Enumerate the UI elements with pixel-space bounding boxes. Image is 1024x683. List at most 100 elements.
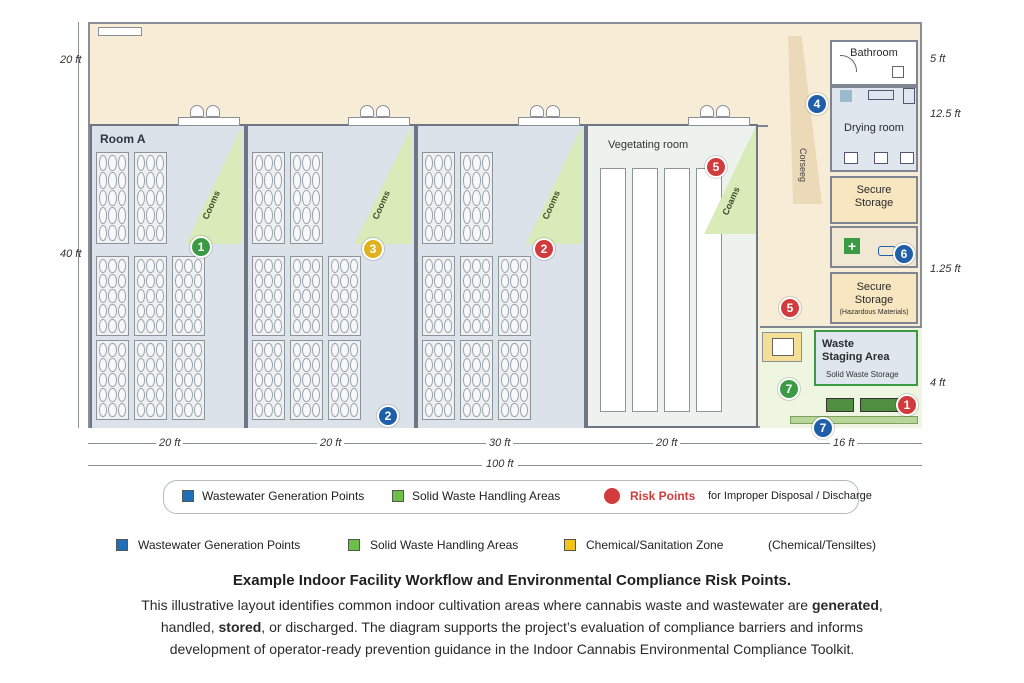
caption-text: This illustrative layout identifies comm… <box>141 597 812 613</box>
plant-pot <box>443 373 452 387</box>
plant-pot <box>255 259 264 273</box>
plant-pot <box>340 358 349 372</box>
plant-pot <box>99 189 108 207</box>
plant-pot <box>108 358 117 372</box>
plant-tray <box>290 152 323 244</box>
plant-pot <box>146 172 155 189</box>
plant-pot <box>155 358 164 372</box>
plant-pot <box>443 274 452 288</box>
plant-pot <box>349 289 358 303</box>
plant-pot <box>311 224 320 241</box>
plant-pot <box>117 319 126 333</box>
plant-pot <box>434 388 443 402</box>
caption-text: , or discharged. The diagram supports th… <box>261 619 864 635</box>
legend2-green-swatch <box>348 539 360 551</box>
plant-pot <box>264 289 273 303</box>
plant-pot <box>99 224 108 241</box>
plant-pot <box>302 343 311 357</box>
room-a-label: Room A <box>100 132 146 146</box>
plant-pot <box>155 304 164 318</box>
plant-pot <box>434 304 443 318</box>
plant-pot <box>117 172 126 189</box>
plant-tray <box>290 340 323 420</box>
plant-pot <box>349 403 358 417</box>
plant-pot <box>293 373 302 387</box>
plant-pot <box>108 155 117 172</box>
plant-pot <box>99 289 108 303</box>
plant-pot <box>519 289 528 303</box>
plant-pot <box>273 155 282 172</box>
plant-pot <box>519 259 528 273</box>
plant-tray <box>460 340 493 420</box>
plant-pot <box>463 172 472 189</box>
plant-pot <box>311 403 320 417</box>
plant-pot <box>311 207 320 224</box>
plant-pot <box>117 358 126 372</box>
plant-pot <box>264 259 273 273</box>
plant-tray <box>96 256 129 336</box>
plant-pot <box>273 172 282 189</box>
plant-pot <box>99 343 108 357</box>
plant-pot <box>117 207 126 224</box>
plant-pot <box>481 403 490 417</box>
fan-icon <box>530 105 544 117</box>
first-aid-icon: + <box>844 238 860 254</box>
plant-pot <box>184 373 193 387</box>
plant-pot <box>331 358 340 372</box>
marker-number: 5 <box>712 160 720 174</box>
plant-pot <box>293 189 302 207</box>
caption-line-3: development of operator-ready prevention… <box>169 641 855 657</box>
plant-pot <box>146 259 155 273</box>
fan-icon <box>700 105 714 117</box>
plant-pot <box>302 289 311 303</box>
plant-pot <box>99 358 108 372</box>
plant-pot <box>425 319 434 333</box>
plant-pot <box>481 274 490 288</box>
chemical-container-icon <box>772 338 794 356</box>
plant-pot <box>463 388 472 402</box>
plant-pot <box>117 289 126 303</box>
plant-pot <box>155 207 164 224</box>
plant-pot <box>443 304 452 318</box>
marker-number: 7 <box>819 421 827 435</box>
fan-icon <box>546 105 560 117</box>
plant-pot <box>463 155 472 172</box>
plant-pot <box>302 172 311 189</box>
plant-pot <box>434 343 443 357</box>
plant-pot <box>481 319 490 333</box>
plant-pot <box>302 403 311 417</box>
fan-icon <box>206 105 220 117</box>
plant-pot <box>434 289 443 303</box>
plant-pot <box>311 343 320 357</box>
plant-pot <box>146 403 155 417</box>
plant-pot <box>273 403 282 417</box>
plant-pot <box>293 259 302 273</box>
plant-tray <box>460 152 493 244</box>
plant-pot <box>501 289 510 303</box>
secure-storage-hazardous-label: Secure Storage <box>854 281 894 306</box>
plant-pot <box>264 388 273 402</box>
legend-blue-swatch <box>182 490 194 502</box>
plant-pot <box>425 358 434 372</box>
plant-tray <box>422 340 455 420</box>
plant-pot <box>311 304 320 318</box>
plant-pot <box>425 189 434 207</box>
plant-pot <box>184 343 193 357</box>
plant-pot <box>510 274 519 288</box>
plant-pot <box>425 172 434 189</box>
plant-pot <box>349 343 358 357</box>
plant-pot <box>255 289 264 303</box>
plant-pot <box>501 343 510 357</box>
ceiling-vent <box>98 27 142 36</box>
waste-staging-area <box>814 330 918 386</box>
plant-pot <box>510 358 519 372</box>
plant-pot <box>340 388 349 402</box>
plant-pot <box>255 224 264 241</box>
plant-pot <box>519 358 528 372</box>
dim-right-3: 1.25 ft <box>930 263 961 275</box>
plant-pot <box>302 388 311 402</box>
plant-pot <box>137 189 146 207</box>
plant-pot <box>472 319 481 333</box>
plant-pot <box>434 319 443 333</box>
plant-pot <box>184 358 193 372</box>
